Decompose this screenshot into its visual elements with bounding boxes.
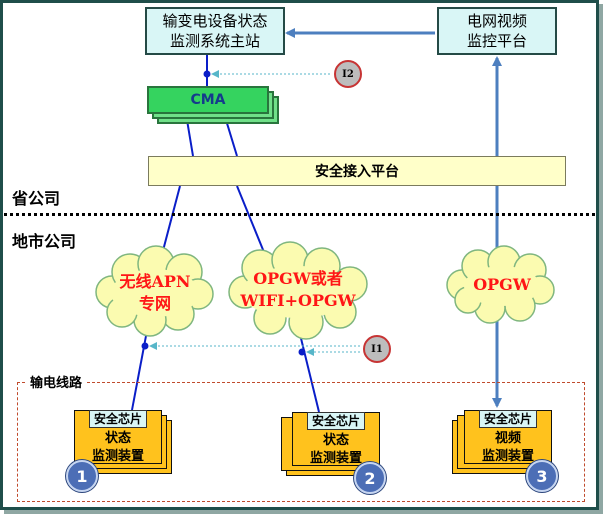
device-2-line1: 状态 [322, 433, 349, 448]
device-1-line2: 监测装置 [91, 449, 144, 464]
device-2-line2: 监测装置 [309, 451, 362, 466]
device-3-name: 视频 监测装置 [482, 430, 534, 466]
video-platform-line1: 电网视频 [466, 12, 527, 30]
device-1-number-badge: 1 [66, 460, 98, 492]
device-1-line1: 状态 [104, 431, 131, 446]
cloud-apn-line2: 专网 [138, 294, 171, 313]
cloud-opgw-shape [446, 245, 555, 324]
cloud-opgw-text: OPGW [473, 275, 531, 294]
platform-opgw-wifi-link [236, 185, 269, 263]
device-2-number-badge: 2 [354, 462, 386, 494]
device-2-card: 安全芯片 状态 监测装置 [292, 412, 380, 466]
interface-i1-badge: I1 [363, 335, 391, 363]
cloud-apn-text: 无线APN 专网 [105, 271, 205, 315]
cloud-opgw-wifi-line2: WIFI+OPGW [240, 291, 356, 310]
device-3-line1: 视频 [494, 431, 521, 446]
interface-i2-badge: I2 [334, 60, 362, 88]
cloud-opgw-wifi-shape [228, 241, 368, 340]
video-platform-line2: 监控平台 [466, 32, 527, 50]
i1-junction-dot-left [141, 342, 149, 350]
secure-access-platform: 安全接入平台 [148, 156, 566, 186]
cma-platform-right [225, 119, 238, 157]
i1-junction-dot-right [298, 348, 306, 356]
region-divider [4, 213, 595, 216]
transmission-line-label: 输电线路 [26, 372, 87, 391]
cma-box: CMA [147, 86, 269, 114]
interface-i2-label: I2 [342, 68, 354, 80]
cma-label: CMA [190, 92, 226, 108]
cloud-apn-line1: 无线APN [119, 272, 191, 291]
province-label: 省公司 [12, 189, 61, 208]
master-station-box: 输变电设备状态 监测系统主站 [145, 7, 285, 55]
device-3-card: 安全芯片 视频 监测装置 [464, 410, 552, 464]
interface-i1-label: I1 [371, 343, 383, 355]
i2-junction-dot [203, 70, 211, 78]
device-3-chip-label: 安全芯片 [478, 410, 537, 428]
cma-platform-left [186, 119, 194, 157]
device-2-chip-label: 安全芯片 [306, 412, 365, 430]
device-1-chip-label: 安全芯片 [88, 410, 147, 428]
city-label: 地市公司 [12, 232, 77, 251]
transmission-line-area [17, 382, 585, 502]
device-1-card: 安全芯片 状态 监测装置 [74, 410, 162, 464]
master-station-line1: 输变电设备状态 [162, 12, 268, 30]
device-3-line2: 监测装置 [481, 449, 534, 464]
device-2-name: 状态 监测装置 [310, 432, 362, 468]
master-station-line2: 监测系统主站 [169, 32, 260, 50]
secure-access-label: 安全接入平台 [315, 164, 399, 180]
device-1-name: 状态 监测装置 [92, 430, 144, 466]
cloud-apn-shape [95, 245, 214, 337]
cloud-opgw-wifi-line1: OPGW或者 [253, 269, 343, 288]
video-platform-box: 电网视频 监控平台 [437, 7, 557, 55]
device-3-number-badge: 3 [526, 460, 558, 492]
cloud-opgw-wifi-text: OPGW或者 WIFI+OPGW [238, 268, 358, 312]
